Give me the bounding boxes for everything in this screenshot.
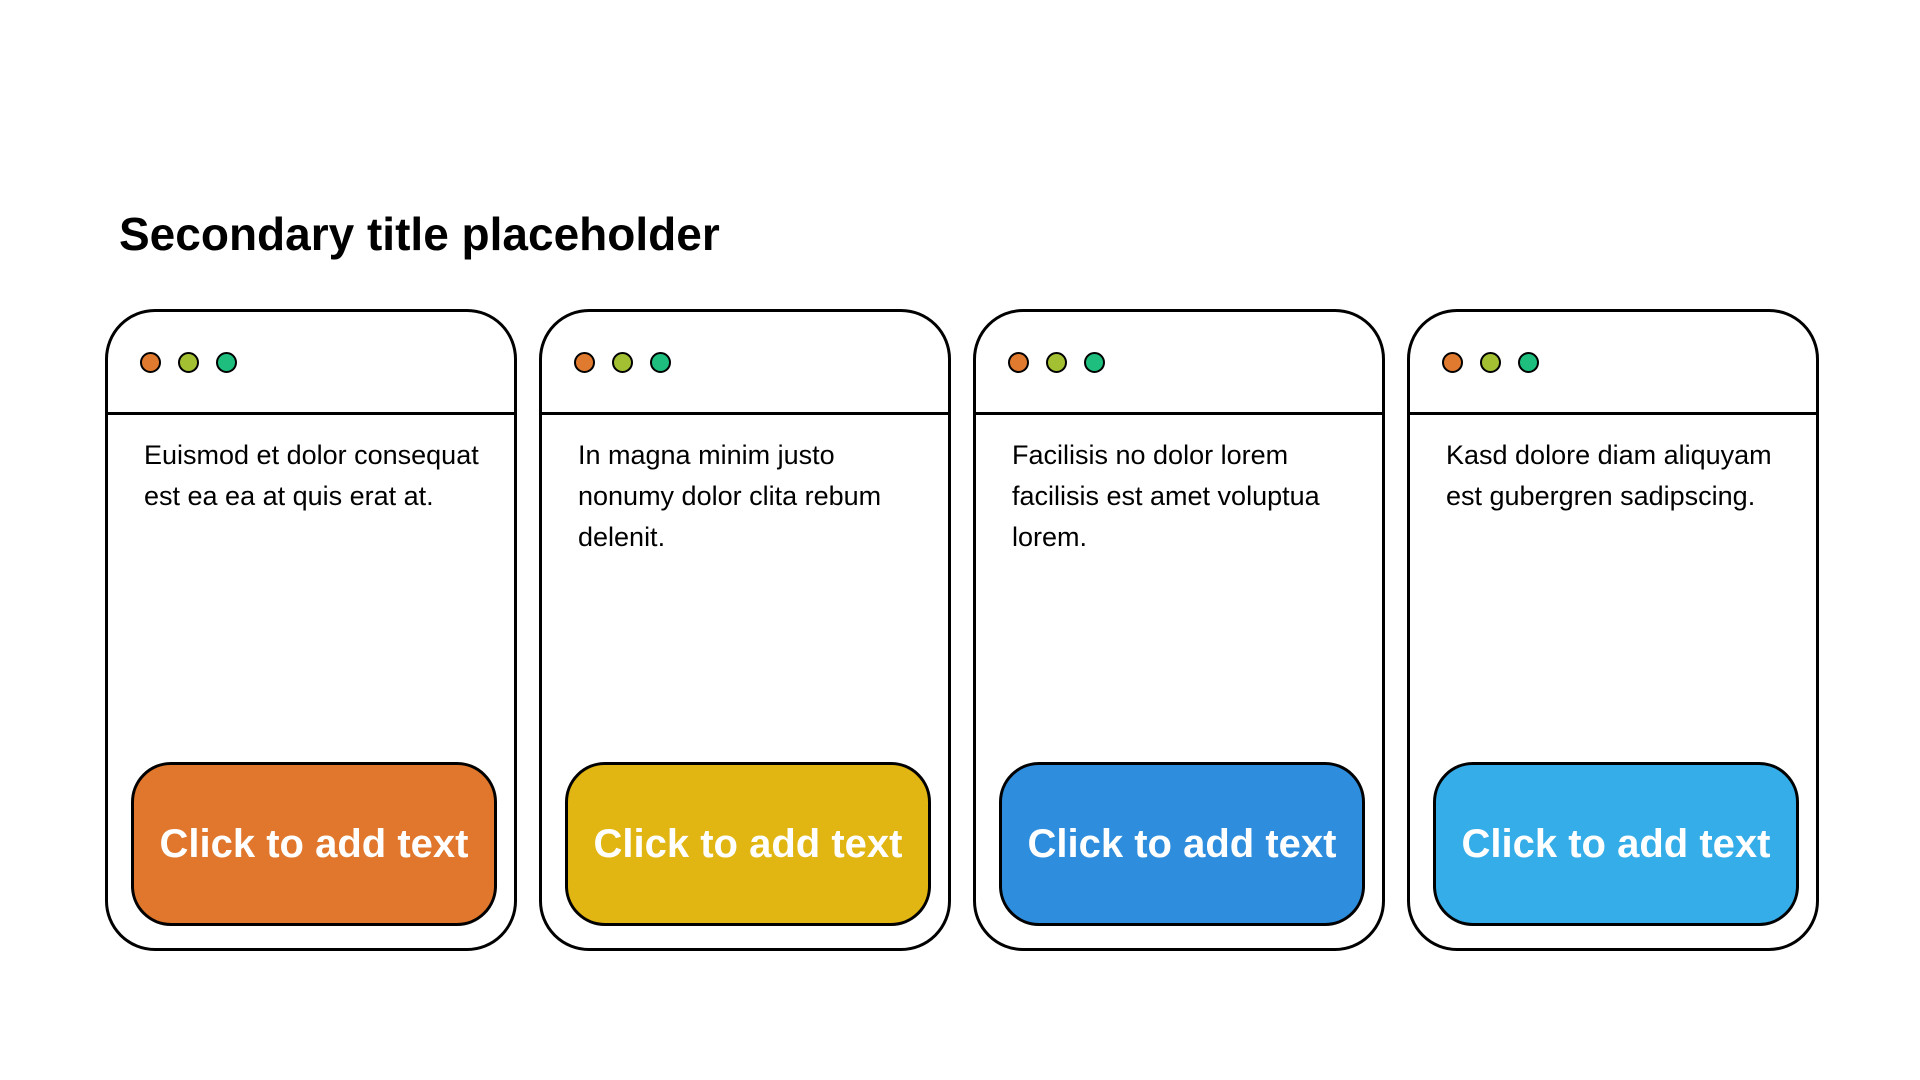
card-4: Kasd dolore diam aliquyam est gubergren … <box>1407 309 1819 951</box>
window-dot-green-icon <box>1518 352 1539 373</box>
card-1: Euismod et dolor consequat est ea ea at … <box>105 309 517 951</box>
window-dot-green-icon <box>216 352 237 373</box>
card-body-text[interactable]: Kasd dolore diam aliquyam est gubergren … <box>1446 440 1772 511</box>
card-header <box>108 312 514 415</box>
card-text-button[interactable]: Click to add text <box>565 762 931 926</box>
card-3: Facilisis no dolor lorem facilisis est a… <box>973 309 1385 951</box>
window-dot-orange-icon <box>574 352 595 373</box>
window-dot-lime-icon <box>612 352 633 373</box>
card-body-text[interactable]: Euismod et dolor consequat est ea ea at … <box>144 440 479 511</box>
card-button-label: Click to add text <box>593 821 903 866</box>
card-body-text[interactable]: Facilisis no dolor lorem facilisis est a… <box>1012 440 1320 552</box>
card-header <box>976 312 1382 415</box>
card-body-text[interactable]: In magna minim justo nonumy dolor clita … <box>578 440 882 552</box>
window-dot-green-icon <box>1084 352 1105 373</box>
window-dot-orange-icon <box>1008 352 1029 373</box>
card-button-label: Click to add text <box>159 821 469 866</box>
card-header <box>1410 312 1816 415</box>
window-dot-lime-icon <box>1480 352 1501 373</box>
card-button-label: Click to add text <box>1027 821 1337 866</box>
window-dot-orange-icon <box>1442 352 1463 373</box>
card-header <box>542 312 948 415</box>
card-2: In magna minim justo nonumy dolor clita … <box>539 309 951 951</box>
window-dot-green-icon <box>650 352 671 373</box>
window-dot-orange-icon <box>140 352 161 373</box>
card-text-button[interactable]: Click to add text <box>999 762 1365 926</box>
window-dot-lime-icon <box>178 352 199 373</box>
window-dot-lime-icon <box>1046 352 1067 373</box>
card-text-button[interactable]: Click to add text <box>1433 762 1799 926</box>
slide-title[interactable]: Secondary title placeholder <box>119 208 720 260</box>
card-button-label: Click to add text <box>1461 821 1771 866</box>
card-text-button[interactable]: Click to add text <box>131 762 497 926</box>
